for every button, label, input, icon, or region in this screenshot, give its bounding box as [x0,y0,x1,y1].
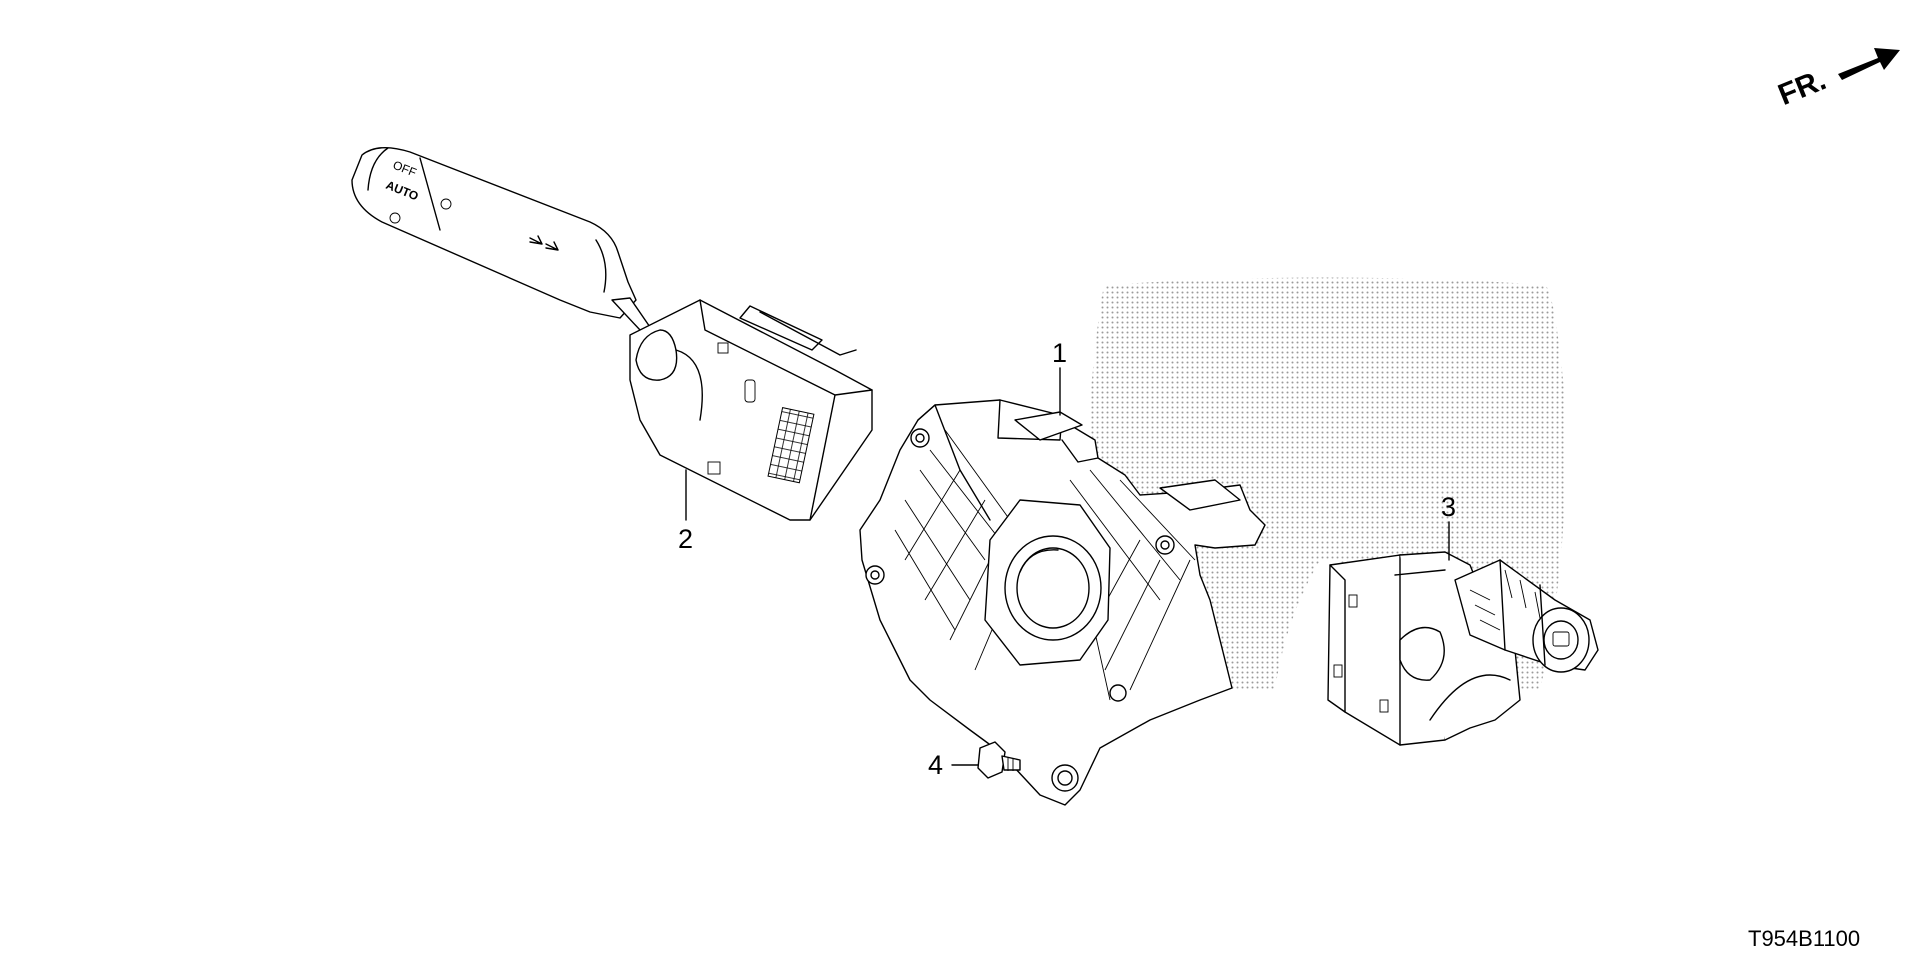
part-3-wiper-switch [1327,551,1599,746]
callout-2: 2 [678,524,693,554]
part-1-switch-body [859,399,1266,806]
callout-1: 1 [1052,338,1067,368]
callout-3: 3 [1441,492,1456,522]
diagram-code: T954B1100 [1748,926,1860,951]
part-4-screw [977,741,1021,779]
part-2-lighting-switch: OFF AUTO [351,147,873,521]
connector-grid [767,407,815,484]
front-direction-indicator: FR. [1774,48,1900,112]
leader-lines [685,367,1450,766]
direction-label: FR. [1774,63,1831,112]
turn-signal-arrow-icon [529,235,543,245]
arrow-icon [1838,48,1900,80]
callout-4: 4 [928,750,943,780]
